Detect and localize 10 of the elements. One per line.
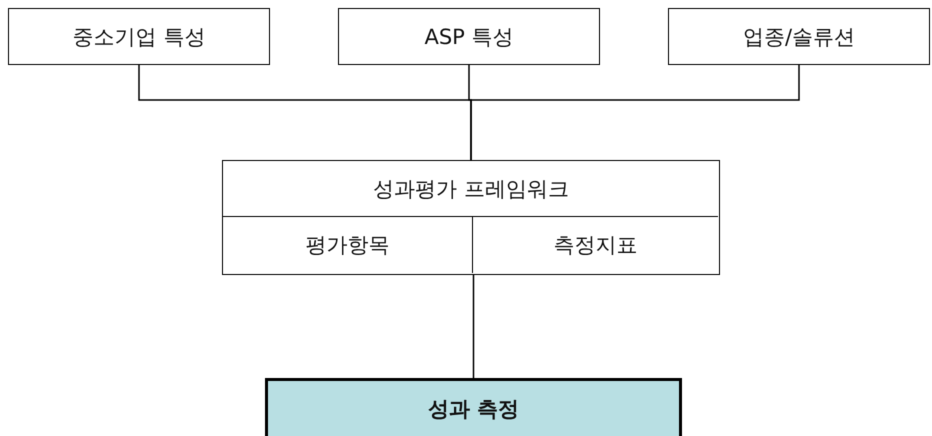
category-box: 중소기업 특성 — [8, 8, 270, 65]
connector-line — [470, 65, 800, 160]
framework-box — [222, 160, 720, 275]
category-box: 업종/솔류션 — [668, 8, 930, 65]
category-box: ASP 특성 — [338, 8, 600, 65]
connector-line — [472, 275, 474, 378]
box-heading: 성과평가 프레임워크 — [373, 176, 569, 203]
table-cell: 측정지표 — [472, 216, 718, 273]
result-box: 성과 측정 — [265, 378, 682, 436]
table-cell: 평가항목 — [223, 216, 472, 273]
